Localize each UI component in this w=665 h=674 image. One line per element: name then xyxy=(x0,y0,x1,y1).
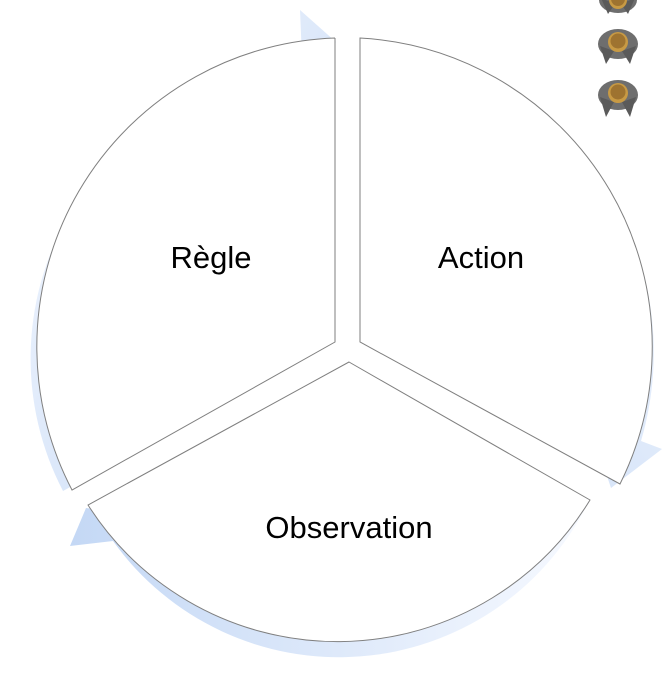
segment-label-action: Action xyxy=(438,240,524,275)
segment-observation: Observation xyxy=(87,361,591,643)
segment-action: Action xyxy=(359,37,653,485)
person-top-view-icon xyxy=(599,0,637,14)
segment-label-regle: Règle xyxy=(171,240,252,275)
segment-label-observation: Observation xyxy=(265,510,432,545)
cycle-arrow-observation xyxy=(70,500,587,658)
person-icons xyxy=(598,0,638,117)
person-top-view-icon xyxy=(598,80,638,117)
person-top-view-icon xyxy=(598,29,638,64)
segment-regle: Règle xyxy=(36,37,336,491)
